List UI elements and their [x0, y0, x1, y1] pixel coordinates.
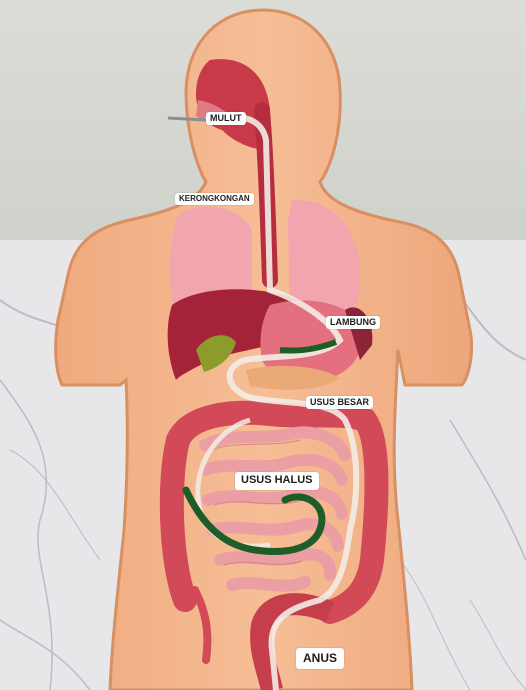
label-mulut: MULUT — [206, 112, 246, 125]
label-usus-besar: USUS BESAR — [306, 396, 373, 409]
label-kerongkongan: KERONGKONGAN — [175, 193, 254, 205]
label-lambung: LAMBUNG — [326, 316, 380, 329]
tube-mouth-end — [168, 118, 206, 120]
label-usus-halus: USUS HALUS — [235, 472, 319, 490]
label-anus: ANUS — [296, 648, 344, 669]
